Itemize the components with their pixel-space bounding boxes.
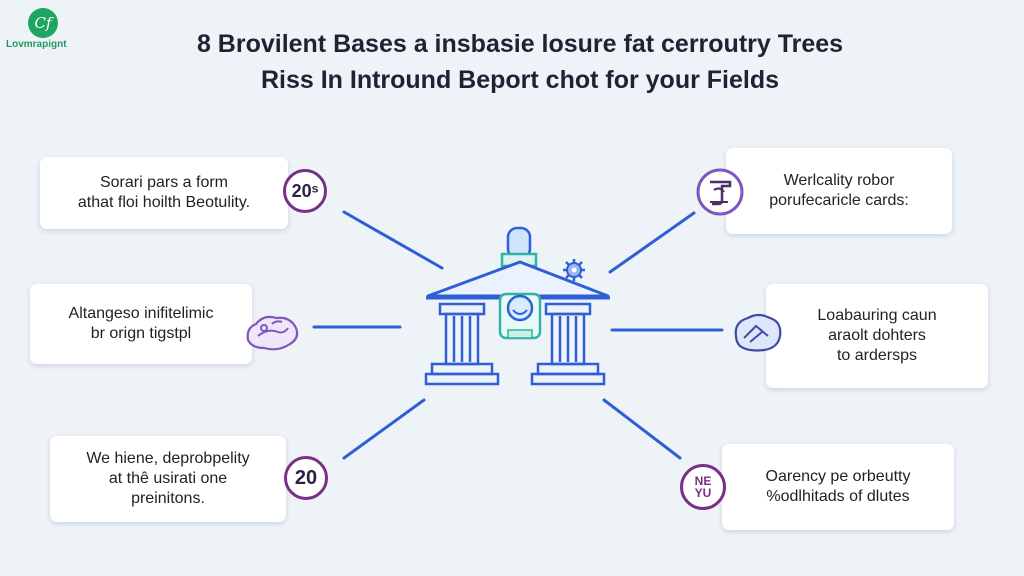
number-badge: 20 bbox=[284, 456, 328, 500]
logo-text: Lovmrapignt bbox=[6, 39, 67, 50]
card-text-line: We hiene, deprobpelity bbox=[86, 450, 250, 467]
card-text-line: %odlhitads of dlutes bbox=[766, 488, 910, 505]
number-badge: NE YU bbox=[680, 464, 726, 510]
hand-holding-plant-icon bbox=[246, 315, 299, 351]
brand-logo: Cf Lovmrapignt bbox=[6, 6, 96, 52]
title-line-1: 8 Brovilent Bases a insbasie losure fat … bbox=[196, 30, 844, 58]
card-text-line: at thê usirati one bbox=[108, 470, 228, 487]
logo-mark-icon: Cf bbox=[28, 8, 58, 38]
info-card-right-3: Oarency pe orbeutty %odlhitads of dlutes bbox=[722, 444, 954, 530]
card-text-line: br orign tigstpl bbox=[90, 325, 192, 342]
card-text-line: Oarency pe orbeutty bbox=[765, 468, 911, 485]
card-text-line: araolt dohters bbox=[828, 327, 926, 344]
connector-line bbox=[602, 398, 682, 460]
crumpled-leaf-icon bbox=[734, 313, 782, 352]
card-text-line: preinitons. bbox=[131, 490, 205, 507]
card-text-line: Altangeso inifitelimic bbox=[68, 305, 214, 322]
number-badge: 20ˢ bbox=[283, 169, 327, 213]
card-text-line: Werlcality robor bbox=[783, 172, 895, 189]
card-text-line: Loabauring caun bbox=[817, 307, 937, 324]
classical-building-icon bbox=[424, 226, 610, 386]
connector-line bbox=[342, 398, 426, 460]
title-line-2: Riss In Intround Beport chot for your Fi… bbox=[260, 66, 780, 94]
page-title: 8 Brovilent Bases a insbasie losure fat … bbox=[110, 26, 930, 98]
info-card-right-2: Loabauring caun araolt dohters to arders… bbox=[766, 284, 988, 388]
connector-line bbox=[342, 210, 444, 270]
info-card-left-3: We hiene, deprobpelity at thê usirati on… bbox=[50, 436, 286, 522]
card-text-line: porufecaricle cards: bbox=[769, 192, 909, 209]
info-card-right-1: Werlcality robor porufecaricle cards: bbox=[726, 148, 952, 234]
gear-icon bbox=[563, 259, 585, 281]
card-text-line: athat floi hoilth Beotulity. bbox=[77, 194, 251, 211]
connector-line bbox=[608, 211, 696, 274]
card-text-line: to ardersps bbox=[836, 347, 918, 364]
info-card-left-1: Sorari pars a form athat floi hoilth Beo… bbox=[40, 157, 288, 229]
info-card-left-2: Altangeso inifitelimic br orign tigstpl bbox=[30, 284, 252, 364]
card-text-line: Sorari pars a form bbox=[99, 174, 229, 191]
scroll-emblem-icon bbox=[696, 168, 744, 216]
